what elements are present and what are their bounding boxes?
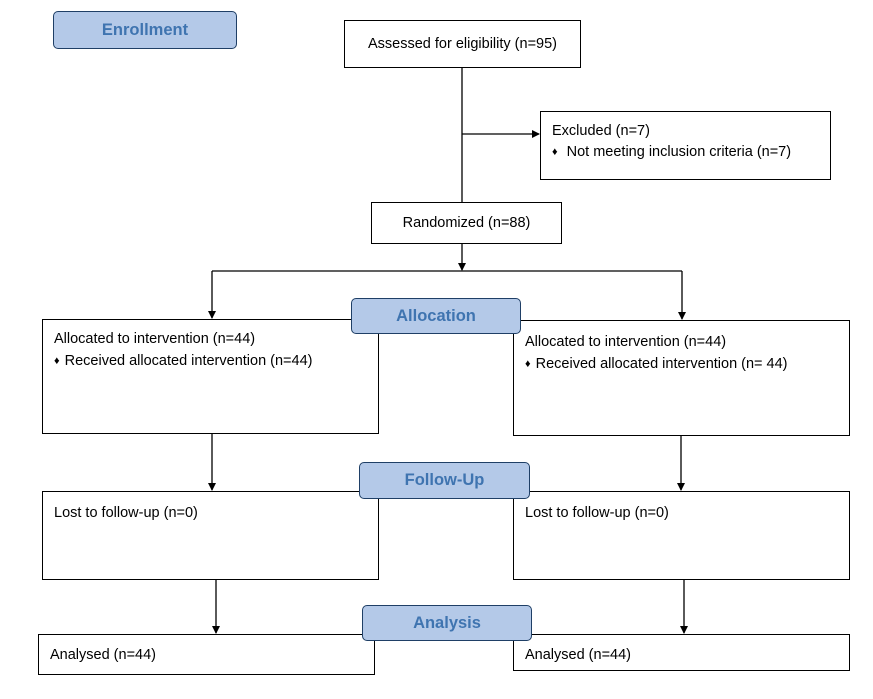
stage-allocation-label: Allocation <box>396 306 476 325</box>
diamond-bullet-icon: ♦ <box>525 358 531 370</box>
stage-analysis: Analysis <box>362 605 532 641</box>
left-lost-text: Lost to follow-up (n=0) <box>54 505 198 521</box>
left-allocation-box: Allocated to intervention (n=44) ♦ Recei… <box>42 319 379 434</box>
stage-analysis-label: Analysis <box>413 613 481 632</box>
excluded-reason: Not meeting inclusion criteria (n=7) <box>566 144 792 160</box>
right-received-text: Received allocated intervention (n= 44) <box>535 356 788 372</box>
right-followup-box: Lost to follow-up (n=0) <box>513 491 850 580</box>
diamond-bullet-icon: ♦ <box>54 355 60 367</box>
right-received-row: ♦ Received allocated intervention (n= 44… <box>525 353 849 375</box>
stage-allocation: Allocation <box>351 298 521 334</box>
assessed-box: Assessed for eligibility (n=95) <box>344 20 581 68</box>
assessed-text: Assessed for eligibility (n=95) <box>368 36 557 52</box>
right-allocated-text: Allocated to intervention (n=44) <box>525 334 727 350</box>
left-received-row: ♦ Received allocated intervention (n=44) <box>54 350 378 372</box>
excluded-title: Excluded (n=7) <box>552 123 650 139</box>
stage-followup-label: Follow-Up <box>404 471 485 489</box>
stage-enrollment: Enrollment <box>53 11 237 49</box>
right-analysis-box: Analysed (n=44) <box>513 634 850 671</box>
left-analysed-text: Analysed (n=44) <box>50 647 156 663</box>
excluded-box: Excluded (n=7) ♦ Not meeting inclusion c… <box>540 111 831 180</box>
right-lost-text: Lost to follow-up (n=0) <box>525 505 669 521</box>
randomized-text: Randomized (n=88) <box>402 215 531 231</box>
diamond-bullet-icon: ♦ <box>552 146 558 158</box>
left-analysis-box: Analysed (n=44) <box>38 634 375 675</box>
excluded-reason-row: ♦ Not meeting inclusion criteria (n=7) <box>552 142 830 163</box>
stage-enrollment-label: Enrollment <box>101 20 189 39</box>
stage-followup: Follow-Up <box>359 462 530 499</box>
left-followup-box: Lost to follow-up (n=0) <box>42 491 379 580</box>
left-allocated-text: Allocated to intervention (n=44) <box>54 331 256 347</box>
left-received-text: Received allocated intervention (n=44) <box>64 353 313 369</box>
randomized-box: Randomized (n=88) <box>371 202 562 244</box>
right-analysed-text: Analysed (n=44) <box>525 647 631 663</box>
right-allocation-box: Allocated to intervention (n=44) ♦ Recei… <box>513 320 850 436</box>
